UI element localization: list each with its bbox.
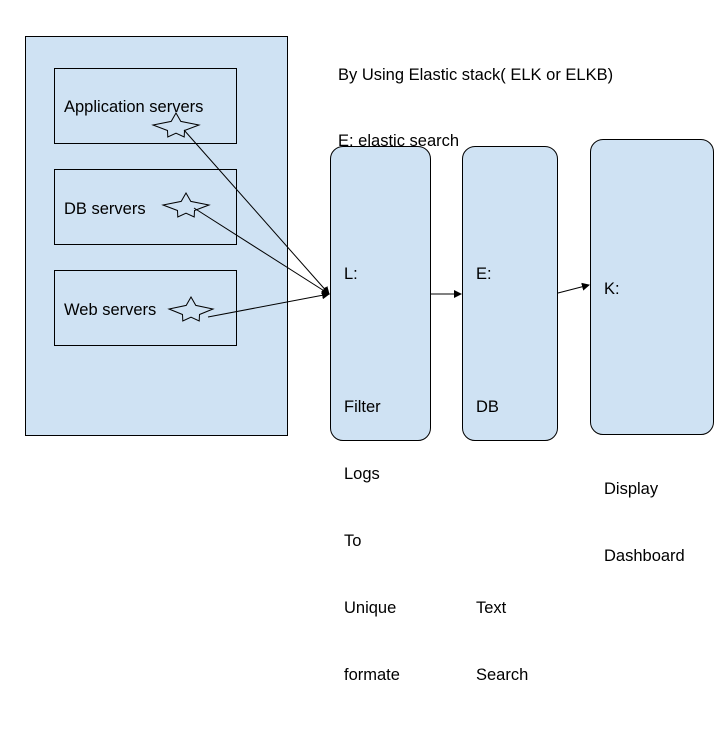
logstash-text: L: Filter Logs To Unique formate	[344, 264, 400, 684]
logstash-box: L: Filter Logs To Unique formate	[330, 146, 431, 684]
db-servers-label: DB servers	[64, 200, 146, 218]
application-servers-box: Application servers	[54, 68, 237, 144]
web-servers-label: Web servers	[64, 301, 157, 319]
legend-title: By Using Elastic stack( ELK or ELKB)	[338, 65, 614, 84]
kibana-box: K: Display Dashboard	[590, 139, 714, 565]
web-servers-box: Web servers	[54, 270, 237, 346]
elastic-text: E: DB Text Search	[476, 264, 529, 684]
application-servers-label: Application servers	[64, 98, 204, 116]
elastic-box: E: DB Text Search	[462, 146, 558, 684]
legend-e: E: elastic search	[338, 132, 460, 151]
db-servers-box: DB servers	[54, 169, 237, 245]
kibana-text: K: Display Dashboard	[604, 279, 685, 566]
